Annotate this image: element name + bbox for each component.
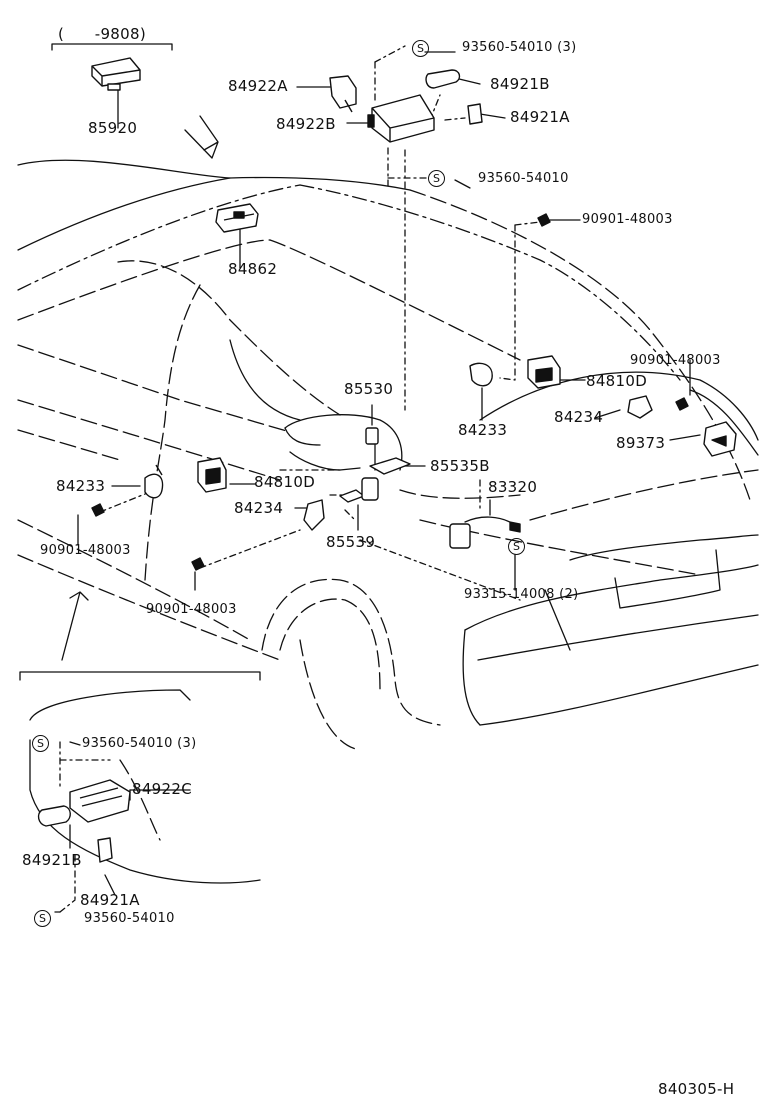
switch-84862-icon	[215, 203, 259, 233]
cap-84921B-bottom-icon	[37, 805, 71, 827]
part-number-84234-right: 84234	[554, 408, 604, 426]
part-number-84862: 84862	[228, 260, 278, 278]
sensor-84233-left-icon	[144, 464, 164, 499]
cap-84921B-top-icon	[425, 69, 461, 89]
sensor-84233-right-icon	[469, 362, 493, 387]
screw-icon-left-b	[191, 557, 205, 571]
module-85920-icon	[91, 57, 141, 91]
direction-arrow-top	[184, 115, 219, 159]
bracket-84234-left-icon	[303, 499, 325, 531]
part-number-90901-48003-right-top: 90901-48003	[582, 212, 673, 227]
screw-icon-left-a	[91, 503, 105, 517]
part-number-93560-54010-3-bottom: 93560-54010 (3)	[82, 736, 197, 751]
part-number-85920: 85920	[88, 119, 138, 137]
part-number-84234-left: 84234	[234, 499, 284, 517]
part-number-84921A-top: 84921A	[510, 108, 570, 126]
direction-arrow-inset	[61, 591, 89, 661]
part-number-84233-right: 84233	[458, 421, 508, 439]
service-mark-icon: S	[32, 735, 49, 752]
connector-84810D-right-icon	[527, 355, 561, 389]
pad-85539-icon	[339, 477, 379, 503]
part-number-93560-54010-top: 93560-54010	[478, 171, 569, 186]
control-unit-84922B-icon	[367, 94, 435, 143]
screw-icon-top	[537, 213, 551, 227]
cap-84921A-bottom-icon	[97, 837, 113, 863]
sensor-83320-icon	[449, 521, 521, 549]
part-number-84810D-right: 84810D	[586, 372, 648, 390]
bracket-84234-right-icon	[627, 395, 653, 419]
sensor-85530-icon	[365, 427, 379, 445]
service-mark-icon: S	[412, 40, 429, 57]
plate-85535B-icon	[369, 457, 411, 475]
part-number-85535B: 85535B	[430, 457, 490, 475]
control-unit-84922C-icon	[69, 779, 131, 823]
date-range-label: ( -9808)	[58, 25, 146, 43]
screw-icon-right	[675, 397, 689, 411]
part-number-85530: 85530	[344, 380, 394, 398]
part-number-93560-54010-bottom: 93560-54010	[84, 911, 175, 926]
part-number-90901-48003-left-a: 90901-48003	[40, 543, 131, 558]
part-number-90901-48003-left-b: 90901-48003	[146, 602, 237, 617]
part-number-84921B-top: 84921B	[490, 75, 550, 93]
part-number-90901-48003-right-mid: 90901-48003	[630, 353, 721, 368]
service-mark-icon: S	[428, 170, 445, 187]
diagram-code: 840305-H	[658, 1080, 735, 1098]
connector-84810D-left-icon	[197, 457, 227, 493]
part-number-93560-54010-3-top: 93560-54010 (3)	[462, 40, 577, 55]
part-number-84233-left: 84233	[56, 477, 106, 495]
sensor-89373-icon	[703, 421, 737, 457]
part-number-89373: 89373	[616, 434, 666, 452]
part-number-84922A: 84922A	[228, 77, 288, 95]
part-number-83320: 83320	[488, 478, 538, 496]
cap-84921A-top-icon	[467, 103, 483, 125]
part-number-85539: 85539	[326, 533, 376, 551]
part-number-84921A-bottom: 84921A	[80, 891, 140, 909]
part-number-84810D-left: 84810D	[254, 473, 316, 491]
part-number-84922B: 84922B	[276, 115, 336, 133]
part-number-84921B-bottom: 84921B	[22, 851, 82, 869]
part-number-84922C: 84922C	[132, 780, 192, 798]
part-number-93315-14008-2: 93315-14008 (2)	[464, 587, 579, 602]
service-mark-icon: S	[34, 910, 51, 927]
service-mark-icon: S	[508, 538, 525, 555]
connector-84922A-icon	[329, 75, 357, 113]
